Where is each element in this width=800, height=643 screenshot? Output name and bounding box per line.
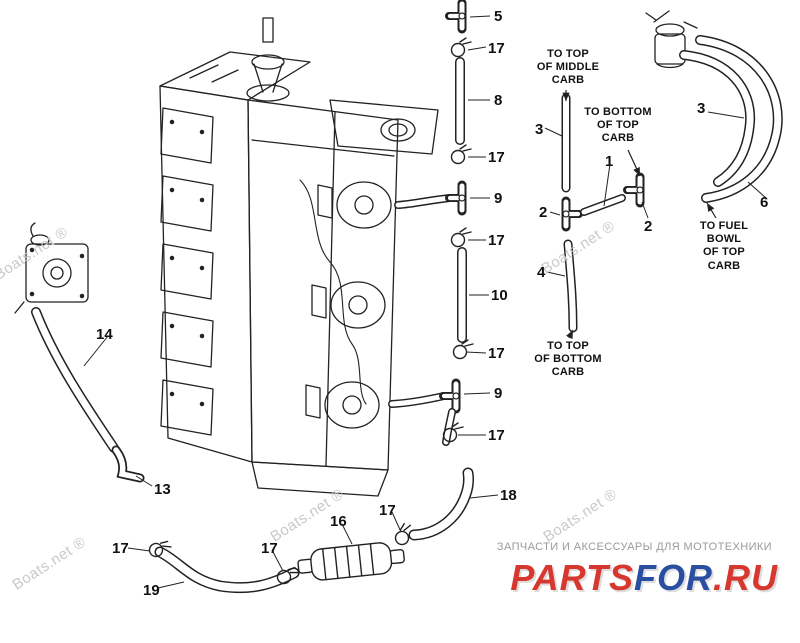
partsfor-logo[interactable]: PARTSFOR.RU <box>510 557 778 599</box>
fuel-pump-drawing <box>14 222 89 314</box>
tee-9-drawing <box>443 383 459 409</box>
carburetor-drawing <box>305 181 392 429</box>
logo-segment: PARTS <box>510 557 634 598</box>
elbow-13-drawing <box>111 445 145 483</box>
tee-9-drawing <box>449 185 465 211</box>
clamp-17-icon <box>450 227 472 248</box>
tee-2-drawing <box>627 177 643 203</box>
fitting-5-drawing <box>449 3 465 29</box>
logo-segment: FOR <box>634 557 713 598</box>
annotation-arrows <box>562 90 717 340</box>
right-hose-group <box>563 10 783 333</box>
fuel-filter-16-drawing <box>297 542 405 581</box>
engine-block-drawing <box>159 17 439 497</box>
hose-14-drawing <box>31 307 119 453</box>
leader-lines <box>83 15 767 589</box>
top-filter-drawing <box>645 10 698 69</box>
logo-segment: .RU <box>713 557 778 598</box>
clamp-17-icon <box>450 37 472 58</box>
clamp-17-icon <box>452 339 474 360</box>
tee-2-drawing <box>563 201 579 227</box>
middle-hose-chain <box>388 3 474 446</box>
footer-tagline: ЗАПЧАСТИ И АКСЕССУАРЫ ДЛЯ МОТОТЕХНИКИ <box>496 541 772 553</box>
clamp-17-icon <box>450 144 472 165</box>
bottom-fuel-line <box>146 467 475 594</box>
